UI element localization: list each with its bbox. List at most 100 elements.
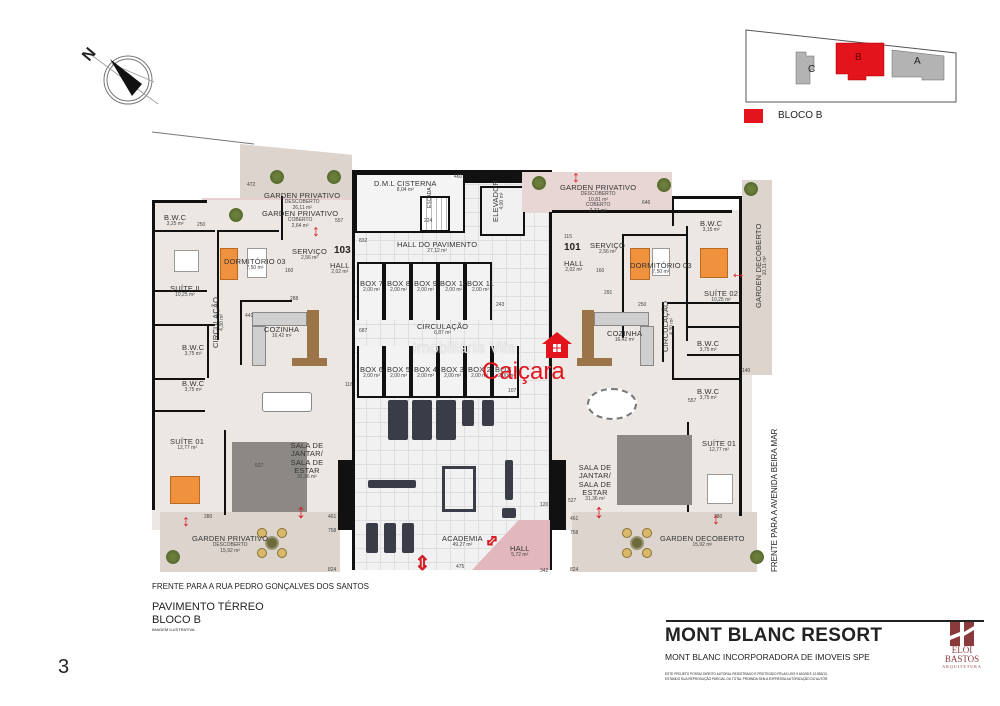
dim: 475: [456, 564, 465, 570]
key-plan-block-a: A: [914, 56, 921, 67]
right-garden-front: [572, 512, 757, 572]
left-unit-number: 103: [334, 245, 351, 256]
dim: 472: [247, 182, 256, 188]
caption-block: BLOCO B: [152, 614, 201, 626]
compass-rose-icon: [89, 53, 159, 105]
right-servico-label: SERVIÇO 2,56 m²: [590, 241, 626, 256]
floor-plan: GARDEN PRIVATIVO DESCOBERTO 26,11 m² GAR…: [152, 130, 772, 580]
dim: 461: [328, 514, 337, 520]
dim: 557: [335, 218, 344, 224]
right-bwc-low-label: B.W.C 3,75 m²: [697, 387, 720, 402]
left-sala-label: SALA DE JANTAR/ SALA DE ESTAR 31,36 m²: [290, 441, 324, 480]
dim: 160: [596, 268, 605, 274]
dim: 140: [742, 368, 751, 374]
escada-label: ESCADA: [427, 187, 433, 208]
left-suite-ii-label: SUÍTE II 10,25 m²: [170, 284, 200, 299]
left-servico-label: SERVIÇO 2,56 m²: [292, 247, 328, 262]
legend-label: BLOCO B: [778, 110, 823, 121]
dim: 758: [328, 528, 337, 534]
architect-logo: ELOI BASTOS ARQUITETURA: [942, 622, 982, 692]
dim: 527: [568, 498, 577, 504]
right-dormitorio-label: DORMITÓRIO 03 7,50 m²: [630, 261, 692, 276]
exercise-machine: [366, 523, 378, 553]
left-cozinha-label: COZINHA 16,42 m²: [264, 325, 300, 340]
right-garden-top-label: GARDEN PRIVATIVO DESCOBERTO 10,81 m² COB…: [560, 183, 637, 214]
dim: 115: [564, 234, 572, 240]
lot-boundary-line: [152, 131, 255, 145]
right-garden-top: [522, 172, 672, 212]
right-garden-front-label: GARDEN DECOBERTO 15,92 m²: [660, 534, 745, 549]
dim: 441: [245, 313, 254, 319]
dim: 460: [454, 174, 463, 180]
elevador-label: ELEVADOR 4,00 m²: [491, 180, 506, 222]
hall-entrance-label: HALL 5,72 m²: [510, 544, 530, 559]
dim: 824: [570, 567, 579, 573]
exercise-machine: [462, 400, 474, 426]
hall-pavimento-label: HALL DO PAVIMENTO 27,12 m²: [397, 240, 478, 255]
access-arrow-icon: ↕: [594, 501, 604, 523]
front-avenue-label: FRENTE PARA A AVENIDA BEIRA MAR: [770, 428, 779, 572]
legal-line-2: ESTANDO SUA REPRODUÇÃO PARCIAL OU TOTAL …: [665, 677, 829, 681]
key-plan-block-b: B: [855, 52, 862, 63]
left-suite-01-label: SUÍTE 01 12,77 m²: [170, 437, 205, 452]
dim: 646: [642, 200, 651, 206]
dim: 107: [508, 388, 517, 394]
left-hall-label: HALL 2,02 m²: [330, 261, 350, 276]
north-compass: N: [79, 44, 160, 114]
right-unit-number: 101: [564, 242, 581, 253]
dim: 288: [290, 296, 299, 302]
dim: 687: [359, 328, 368, 334]
gym-entrance-arrow-icon: ⇕: [414, 553, 431, 575]
developer-name: MONT BLANC INCORPORADORA DE IMOVEIS SPE: [665, 652, 870, 662]
left-circulacao-label: CIRCULAÇÃO 4,30 m²: [211, 296, 226, 348]
left-garden-descoberto-label: GARDEN PRIVATIVO DESCOBERTO 26,11 m²: [264, 191, 341, 211]
dim: 824: [328, 567, 337, 573]
house-logo-icon: [542, 332, 572, 358]
right-circulacao-label: CIRCULAÇÃO 4,30 m²: [661, 300, 676, 352]
access-arrow-icon: ↕: [572, 169, 580, 186]
architect-name-1: ELOI: [951, 645, 973, 655]
dml-label: D.M.L CISTERNA 8,04 m²: [374, 179, 437, 194]
academia-label: ACADEMIA 49,27 m²: [442, 534, 483, 549]
caption-title: PAVIMENTO TÉRREO: [152, 601, 264, 613]
dim: 280: [714, 514, 723, 520]
treadmill: [436, 400, 456, 440]
dim: 280: [204, 514, 213, 520]
architect-mark-icon: [950, 622, 974, 646]
dumbbell-rack: [505, 460, 513, 500]
legal-line-1: ESTE PROJETO POSSUI DIREITO AUTORAL REGI…: [665, 672, 828, 676]
treadmill: [388, 400, 408, 440]
left-bwc-mid-label: B.W.C 3,75 m²: [182, 343, 205, 358]
dim: 120: [540, 502, 549, 508]
dim: 1162: [345, 382, 356, 388]
architect-firm: ARQUITETURA: [942, 664, 982, 669]
project-title: MONT BLANC RESORT: [665, 625, 883, 646]
right-bwc-top-label: B.W.C 3,15 m²: [700, 219, 723, 234]
treadmill: [412, 400, 432, 440]
dim: 342: [540, 568, 549, 574]
left-garden-front-label: GARDEN PRIVATIVO DESCOBERTO 15,92 m²: [192, 534, 269, 554]
dim: 832: [359, 238, 368, 244]
legend-swatch: [744, 109, 763, 123]
left-dormitorio-label: DORMITÓRIO 03 7,50 m²: [224, 257, 286, 272]
architect-name-2: BASTOS: [944, 654, 980, 664]
site-outline-icon: [745, 29, 957, 103]
exercise-machine: [384, 523, 396, 553]
right-bwc-mid-label: B.W.C 3,75 m²: [697, 339, 720, 354]
circulacao-label: CIRCULAÇÃO 6,87 m²: [417, 322, 469, 337]
dim: 527: [255, 463, 264, 469]
access-arrow-icon: ↕: [182, 513, 190, 530]
right-garden-side: [742, 180, 772, 375]
left-bwc-low-label: B.W.C 3,75 m²: [182, 379, 205, 394]
key-plan-block-c: C: [808, 64, 816, 75]
bench: [502, 508, 516, 518]
dim: 758: [570, 530, 579, 536]
left-bwc-top-label: B.W.C 3,25 m²: [164, 213, 187, 228]
